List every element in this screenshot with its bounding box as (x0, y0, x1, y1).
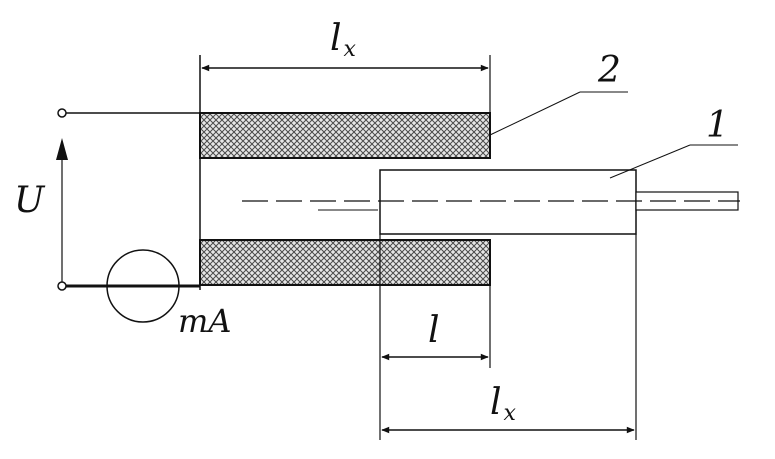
ferromagnetic-core (379, 169, 637, 235)
terminal-top (57, 108, 67, 118)
milliammeter (106, 249, 180, 323)
label-lx-top: lx (330, 18, 357, 62)
voltage-arrow (56, 138, 68, 160)
coil-winding-top (199, 112, 491, 159)
label-u: U (14, 180, 46, 221)
leader-2 (489, 91, 581, 136)
terminal-bottom (57, 281, 67, 291)
label-l: l (428, 310, 440, 351)
leader-1 (609, 144, 691, 179)
label-lx-bottom: lx (490, 382, 517, 426)
label-ma: mA (178, 302, 231, 340)
coil-winding-bottom (199, 239, 491, 286)
label-2: 2 (597, 50, 621, 91)
label-1: 1 (706, 105, 729, 146)
